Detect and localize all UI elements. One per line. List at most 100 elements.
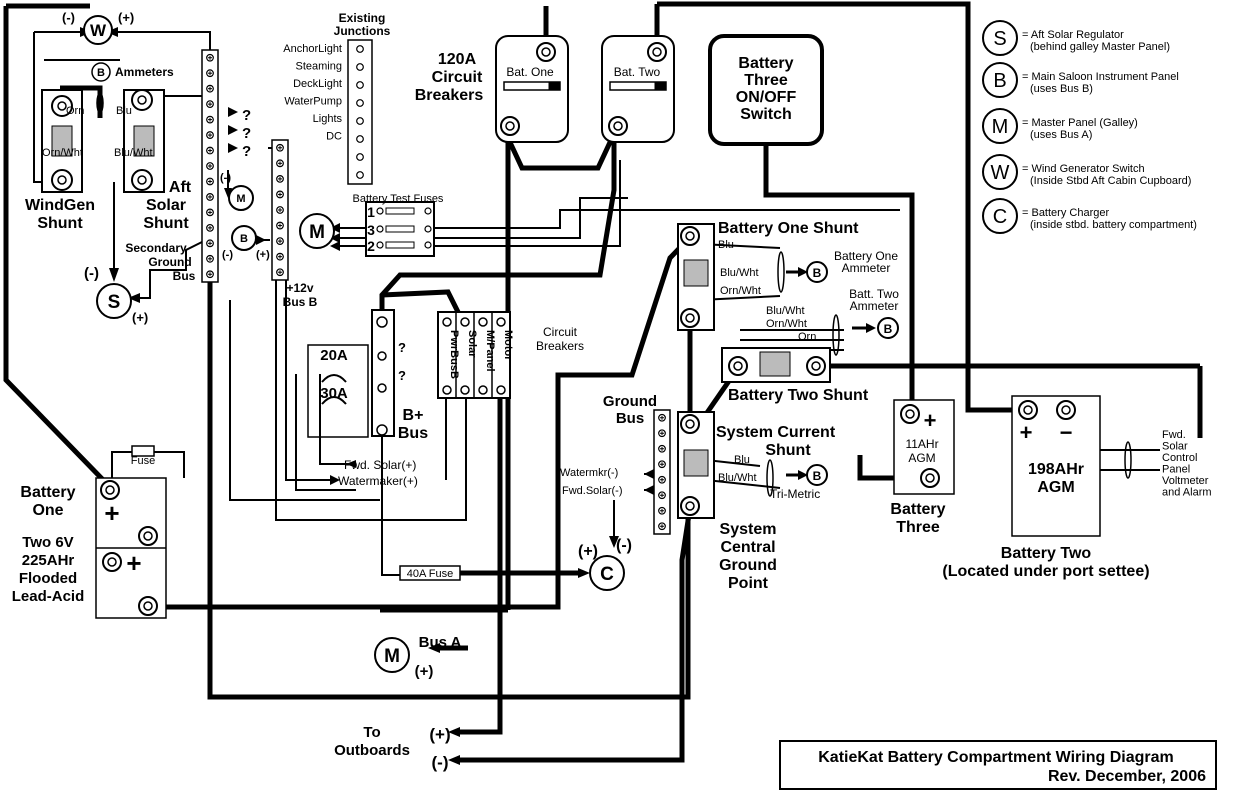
b-letter-small: B — [240, 233, 248, 245]
aft-solar-shunt-l2: Solar — [146, 197, 186, 214]
b-letter-3: B — [813, 469, 822, 483]
s-pos: (+) — [132, 310, 148, 325]
system-current-shunt — [677, 411, 715, 519]
central-ground-l4: Point — [728, 575, 769, 592]
terminal — [356, 153, 364, 161]
c-pos: (+) — [578, 543, 598, 560]
legend-line1: = Wind Generator Switch — [1022, 163, 1145, 175]
arrow-q-3 — [228, 143, 238, 153]
battery-one — [95, 477, 167, 619]
labels: W B M B M S B B B C M (-) (+) Ammeters O… — [12, 10, 1212, 785]
wire-solar-breaker — [275, 212, 467, 521]
battery-one-desc-l2: 225AHr — [22, 552, 75, 569]
b-letter-2: B — [884, 322, 893, 336]
legend: S= Aft Solar Regulator(behind galley Mas… — [991, 28, 1197, 231]
fwd-solar-pos-label: Fwd. Solar(+) — [344, 458, 416, 472]
circuit-breakers-l1: Circuit — [543, 325, 578, 339]
breaker-name: Solar — [466, 330, 478, 358]
junction-labels: AnchorLightSteamingDeckLightWaterPumpLig… — [283, 43, 342, 143]
wire-s-lead — [140, 239, 207, 299]
blu-wht-label-r1: Blu/Wht — [720, 267, 759, 279]
m-letter: M — [309, 222, 325, 243]
c-circle — [589, 555, 625, 591]
legend-line1: = Main Saloon Instrument Panel — [1022, 71, 1179, 83]
b-letter: B — [97, 67, 105, 79]
arrow-fuse-2 — [330, 241, 340, 251]
battery-two — [1011, 395, 1101, 537]
arrow-fwd-solar-neg — [644, 485, 654, 495]
arrow-b-ammeter-1 — [798, 267, 808, 277]
legend-letter: W — [991, 162, 1010, 184]
amp-20: 20A — [320, 347, 348, 364]
legend-line2: (uses Bus B) — [1030, 83, 1093, 95]
wire-bat-one-neg-to-windgen — [3, 6, 112, 489]
wire-40a-fuse — [381, 432, 400, 576]
orn-label-1: Orn — [66, 105, 84, 117]
battery-two-label: Battery Two — [1001, 545, 1092, 562]
legend-line1: = Master Panel (Galley) — [1022, 117, 1138, 129]
m-bus-a-circle — [374, 637, 410, 673]
fwd-solar-panel-line: and Alarm — [1162, 487, 1212, 499]
legend-item: S= Aft Solar Regulator(behind galley Mas… — [993, 28, 1170, 53]
terminal — [356, 171, 364, 179]
m-small-neg: (-) — [220, 172, 231, 184]
battery-one-desc-l3: Flooded — [19, 570, 77, 587]
wire-outboards-neg — [460, 507, 693, 763]
orn-wht-label-r1: Orn/Wht — [720, 285, 761, 297]
battery-three — [893, 399, 955, 495]
legend-line1: = Battery Charger — [1022, 207, 1109, 219]
terminal — [356, 45, 364, 53]
secondary-ground-bus-l1: Secondary — [125, 241, 187, 255]
amp-30: 30A — [320, 385, 348, 402]
arrow-q-2 — [228, 125, 238, 135]
tri-metric-label: Tri-Metric — [770, 487, 820, 501]
fuse-num-1: 1 — [367, 204, 375, 220]
terminal — [376, 424, 388, 436]
battery-two-shunt-label: Battery Two Shunt — [728, 387, 869, 404]
twist-markers — [96, 92, 1132, 497]
b-circle-1 — [806, 261, 828, 283]
title-line1: KatieKat Battery Compartment Wiring Diag… — [818, 749, 1173, 766]
fuse-label: Fuse — [131, 455, 155, 467]
junction-label: DC — [326, 131, 342, 143]
breakers-120a-l3: Breakers — [415, 87, 484, 104]
legend-letter: C — [993, 206, 1007, 228]
circuit-breaker-block — [437, 311, 511, 399]
legend-item: B= Main Saloon Instrument Panel(uses Bus… — [993, 70, 1179, 95]
ahr-198-l2: AGM — [1037, 479, 1074, 496]
wire-30a-loop — [319, 374, 356, 465]
blu-wht-label-r3: Blu/Wht — [718, 472, 757, 484]
terminal — [356, 135, 364, 143]
fuse-symbols — [321, 374, 347, 405]
bus-a-label: Bus A — [419, 634, 462, 651]
existing-junctions-l2: Junctions — [334, 24, 391, 38]
terminal-strips — [201, 39, 671, 535]
ground-bus-l2: Bus — [616, 410, 644, 427]
breaker-bat-two — [601, 35, 675, 143]
b-circle-3 — [806, 464, 828, 486]
ammeters-label: Ammeters — [115, 65, 174, 79]
windgen-shunt-l2: Shunt — [37, 215, 83, 232]
outboards-neg: (-) — [432, 753, 449, 772]
w-letter: W — [90, 21, 107, 40]
battery-two-plus: + — [1020, 420, 1033, 445]
breaker-bat-two-lever — [654, 81, 667, 91]
fwd-solar-panel-line: Solar — [1162, 441, 1188, 453]
secondary-ground-bus-l2: Ground — [148, 255, 191, 269]
b-ammeter-circle — [91, 62, 111, 82]
breaker-name: M/Panel — [484, 330, 496, 372]
fwd-solar-neg-label: Fwd.Solar(-) — [562, 485, 623, 497]
arrow-fwd-solar — [346, 460, 356, 468]
battery-three-switch — [708, 34, 824, 146]
legend-line2: (inside stbd. battery compartment) — [1030, 219, 1197, 231]
breaker-name: PwrBusB — [448, 330, 460, 379]
legend-line2: (uses Bus A) — [1030, 129, 1092, 141]
to-outboards-l2: Outboards — [334, 742, 410, 759]
battery-two-shunt — [721, 347, 831, 383]
battery-one-plus-2: + — [126, 548, 141, 578]
junction-label: DeckLight — [293, 78, 342, 90]
terminal — [356, 99, 364, 107]
